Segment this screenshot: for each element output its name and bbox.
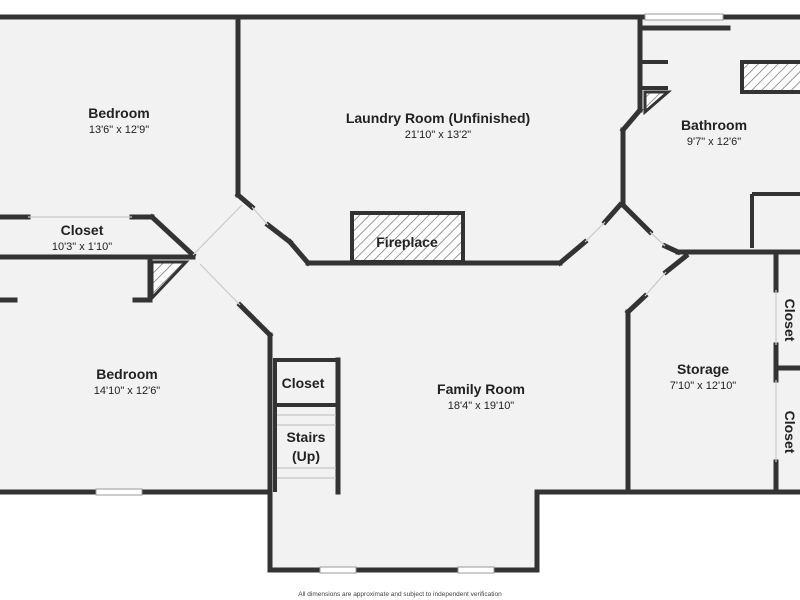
room-bathroom-name: Bathroom	[681, 117, 747, 133]
room-closet-left-name: Closet	[61, 222, 104, 238]
room-closet-stairs-name: Closet	[282, 375, 325, 391]
room-storage-dims: 7'10" x 12'10"	[670, 380, 737, 392]
room-laundry-dims: 21'10" x 13'2"	[405, 129, 472, 141]
room-bedroom-bottom-dims: 14'10" x 12'6"	[94, 385, 161, 397]
room-laundry: Laundry Room (Unfinished) 21'10" x 13'2"	[346, 110, 530, 141]
room-bathroom: Bathroom 9'7" x 12'6"	[681, 117, 747, 148]
room-closet-right-top-name: Closet	[782, 299, 798, 342]
windows	[95, 13, 724, 574]
bathtub	[740, 60, 800, 94]
fireplace-label: Fireplace	[376, 234, 438, 250]
door-openings	[28, 204, 777, 462]
room-closet-right-bottom-name: Closet	[782, 411, 798, 454]
room-bedroom-top-dims: 13'6" x 12'9"	[89, 124, 149, 136]
room-bedroom-bottom: Bedroom 14'10" x 12'6"	[94, 366, 161, 397]
room-laundry-name: Laundry Room (Unfinished)	[346, 110, 530, 126]
room-family: Family Room 18'4" x 19'10"	[437, 381, 525, 412]
room-bedroom-bottom-name: Bedroom	[96, 366, 157, 382]
room-storage-name: Storage	[677, 361, 729, 377]
room-closet-left: Closet 10'3" x 1'10"	[52, 222, 112, 253]
room-bathroom-dims: 9'7" x 12'6"	[687, 136, 741, 148]
room-closet-left-dims: 10'3" x 1'10"	[52, 241, 112, 253]
room-stairs-line1: Stairs	[287, 429, 326, 445]
footer-note: All dimensions are approximate and subje…	[298, 591, 502, 598]
room-storage: Storage 7'10" x 12'10"	[670, 361, 737, 392]
room-bedroom-top-name: Bedroom	[88, 105, 149, 121]
room-stairs: Stairs (Up)	[287, 429, 326, 464]
fireplace-hearth	[350, 211, 465, 264]
room-family-name: Family Room	[437, 381, 525, 397]
floor-fill	[0, 17, 800, 570]
room-stairs-line2: (Up)	[292, 448, 320, 464]
room-family-dims: 18'4" x 19'10"	[448, 400, 515, 412]
room-bedroom-top: Bedroom 13'6" x 12'9"	[88, 105, 149, 136]
